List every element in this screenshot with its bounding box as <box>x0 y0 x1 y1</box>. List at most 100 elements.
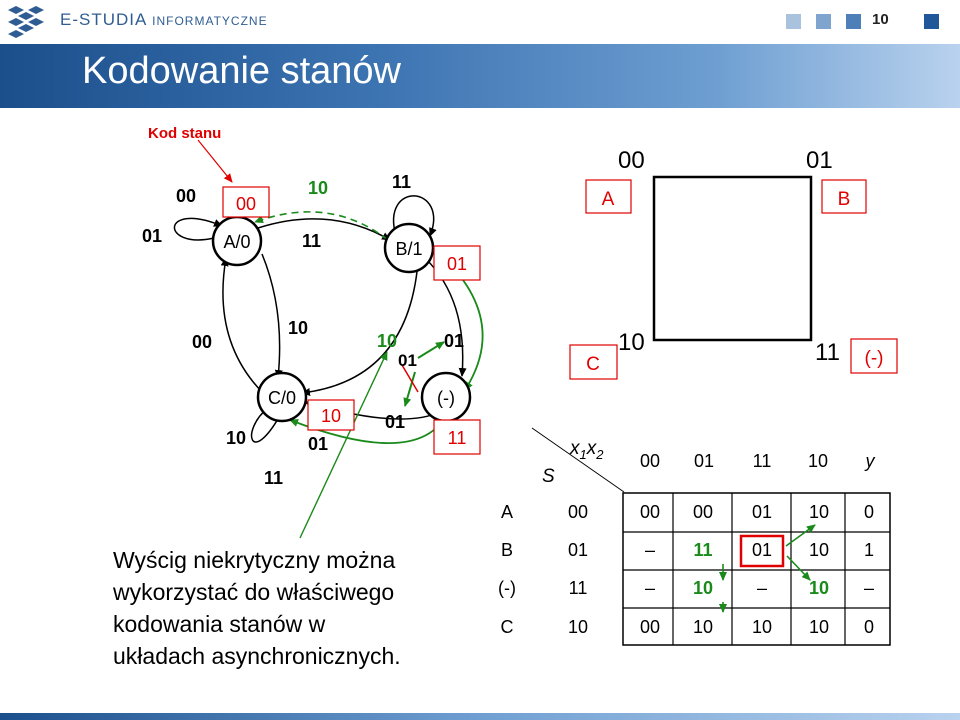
label-bd-top: 01 <box>444 331 464 351</box>
col-header-10: 10 <box>807 451 829 471</box>
table-border <box>622 492 891 646</box>
label-a-self: 01 <box>142 226 162 246</box>
state-c <box>256 371 308 423</box>
edge-b-c <box>301 261 419 396</box>
top-bar: E-STUDIA INFORMATYCZNE 10 <box>0 0 960 44</box>
state-b <box>383 222 435 274</box>
label-b-self: 11 <box>392 172 411 192</box>
edge-c-a <box>220 257 263 393</box>
kmap-corner-tl: 00 <box>618 147 645 174</box>
label-ca: 00 <box>192 332 212 352</box>
table-cell: 00 <box>639 617 661 637</box>
label-bc-green: 10 <box>377 331 397 351</box>
kod-stanu-label: Kod stanu <box>148 125 221 142</box>
note-pointer-arrow <box>299 351 388 539</box>
table-cell: 10 <box>692 617 714 637</box>
table-cell: 10 <box>692 578 714 598</box>
table-cell: 10 <box>751 617 773 637</box>
label-c-self-left: 10 <box>226 428 246 448</box>
kmap-box-a <box>585 179 632 214</box>
table-cell: 0 <box>863 617 874 637</box>
note-line-4: układach asynchronicznych. <box>113 643 401 669</box>
label-a-top: 00 <box>176 186 196 206</box>
kmap-box-b <box>821 179 867 214</box>
code-box-c <box>307 399 355 431</box>
label-dc: 01 <box>308 434 328 454</box>
row-state: B <box>500 540 513 560</box>
note-text: Wyścig niekrytyczny można wykorzystać do… <box>113 544 473 672</box>
label-ab-dashed: 10 <box>308 178 328 198</box>
state-a-label: A/0 <box>223 232 250 252</box>
table-cell: – <box>644 540 655 560</box>
nav-square-1 <box>786 14 801 29</box>
code-a: 00 <box>236 194 256 214</box>
row-code: 00 <box>567 502 589 522</box>
nav-square-2 <box>816 14 831 29</box>
kmap-box-a-label: A <box>602 189 615 210</box>
kmap-box-c <box>569 344 618 380</box>
state-d-label: (-) <box>437 388 455 408</box>
table-cell: 01 <box>751 502 773 522</box>
kmap-corner-br: 11 <box>815 339 840 366</box>
nav-square-4 <box>924 14 939 29</box>
row-state: A <box>500 502 513 522</box>
table-cell: 10 <box>808 502 830 522</box>
table-cell: 00 <box>692 502 714 522</box>
kmap-corner-tr: 01 <box>806 147 833 174</box>
table-arrow-4 <box>786 555 811 581</box>
code-box-d <box>433 419 481 455</box>
kmap-box-d <box>850 338 898 374</box>
table-cell: 00 <box>639 502 661 522</box>
note-line-1: Wyścig niekrytyczny można <box>113 547 396 573</box>
code-box-b <box>433 245 481 281</box>
state-b-label: B/1 <box>395 239 422 259</box>
table-arrow-3 <box>785 524 816 547</box>
page-number: 10 <box>872 11 889 28</box>
table-cell: 0 <box>863 502 874 522</box>
table-header-s: S <box>542 466 555 487</box>
kmap-box-c-label: C <box>586 354 600 375</box>
col-header-11: 11 <box>752 451 772 471</box>
self-loop-c <box>250 407 283 443</box>
col-header-01: 01 <box>693 451 715 471</box>
self-loop-a <box>173 217 223 241</box>
edge-a-c <box>261 253 283 379</box>
self-loop-b <box>393 195 437 237</box>
col-header-00: 00 <box>639 451 661 471</box>
code-c: 10 <box>321 406 341 426</box>
table-cell: 01 <box>751 540 773 560</box>
brand-name: E-STUDIA INFORMATYCZNE <box>60 10 268 29</box>
code-box-a <box>222 186 270 218</box>
green-arrow-up <box>417 341 445 359</box>
table-cell: – <box>644 578 655 598</box>
edge-b-a-dashed <box>254 211 389 241</box>
red-strike <box>401 364 419 393</box>
table-cell: 10 <box>808 540 830 560</box>
row-code: 11 <box>568 578 588 598</box>
edge-a-b <box>257 218 391 241</box>
row-state: (-) <box>498 578 516 598</box>
table-cell: 11 <box>693 540 713 560</box>
label-ab: 11 <box>302 231 321 251</box>
green-arrow-down <box>403 371 416 407</box>
col-header-y: y <box>865 451 875 471</box>
bottom-bar <box>0 713 960 720</box>
brand-subtitle: INFORMATYCZNE <box>152 14 268 28</box>
label-c-self-bottom: 11 <box>264 468 283 488</box>
logo-icon <box>8 6 44 38</box>
label-bd-bottom: 01 <box>385 412 405 432</box>
title-bar <box>0 44 960 108</box>
nav-square-3 <box>846 14 861 29</box>
page-title: Kodowanie stanów <box>82 50 401 92</box>
code-b: 01 <box>447 254 467 274</box>
table-grid <box>623 493 890 645</box>
note-line-2: wykorzystać do właściwego <box>113 579 395 605</box>
label-bd-red: 01 <box>398 351 417 370</box>
table-cell: – <box>863 578 874 598</box>
highlight-cell-b-11 <box>739 534 785 568</box>
code-d: 11 <box>448 428 467 448</box>
kod-stanu-arrow <box>197 139 233 183</box>
table-header-x: x1x2 <box>569 438 604 462</box>
label-ac: 10 <box>288 318 308 338</box>
